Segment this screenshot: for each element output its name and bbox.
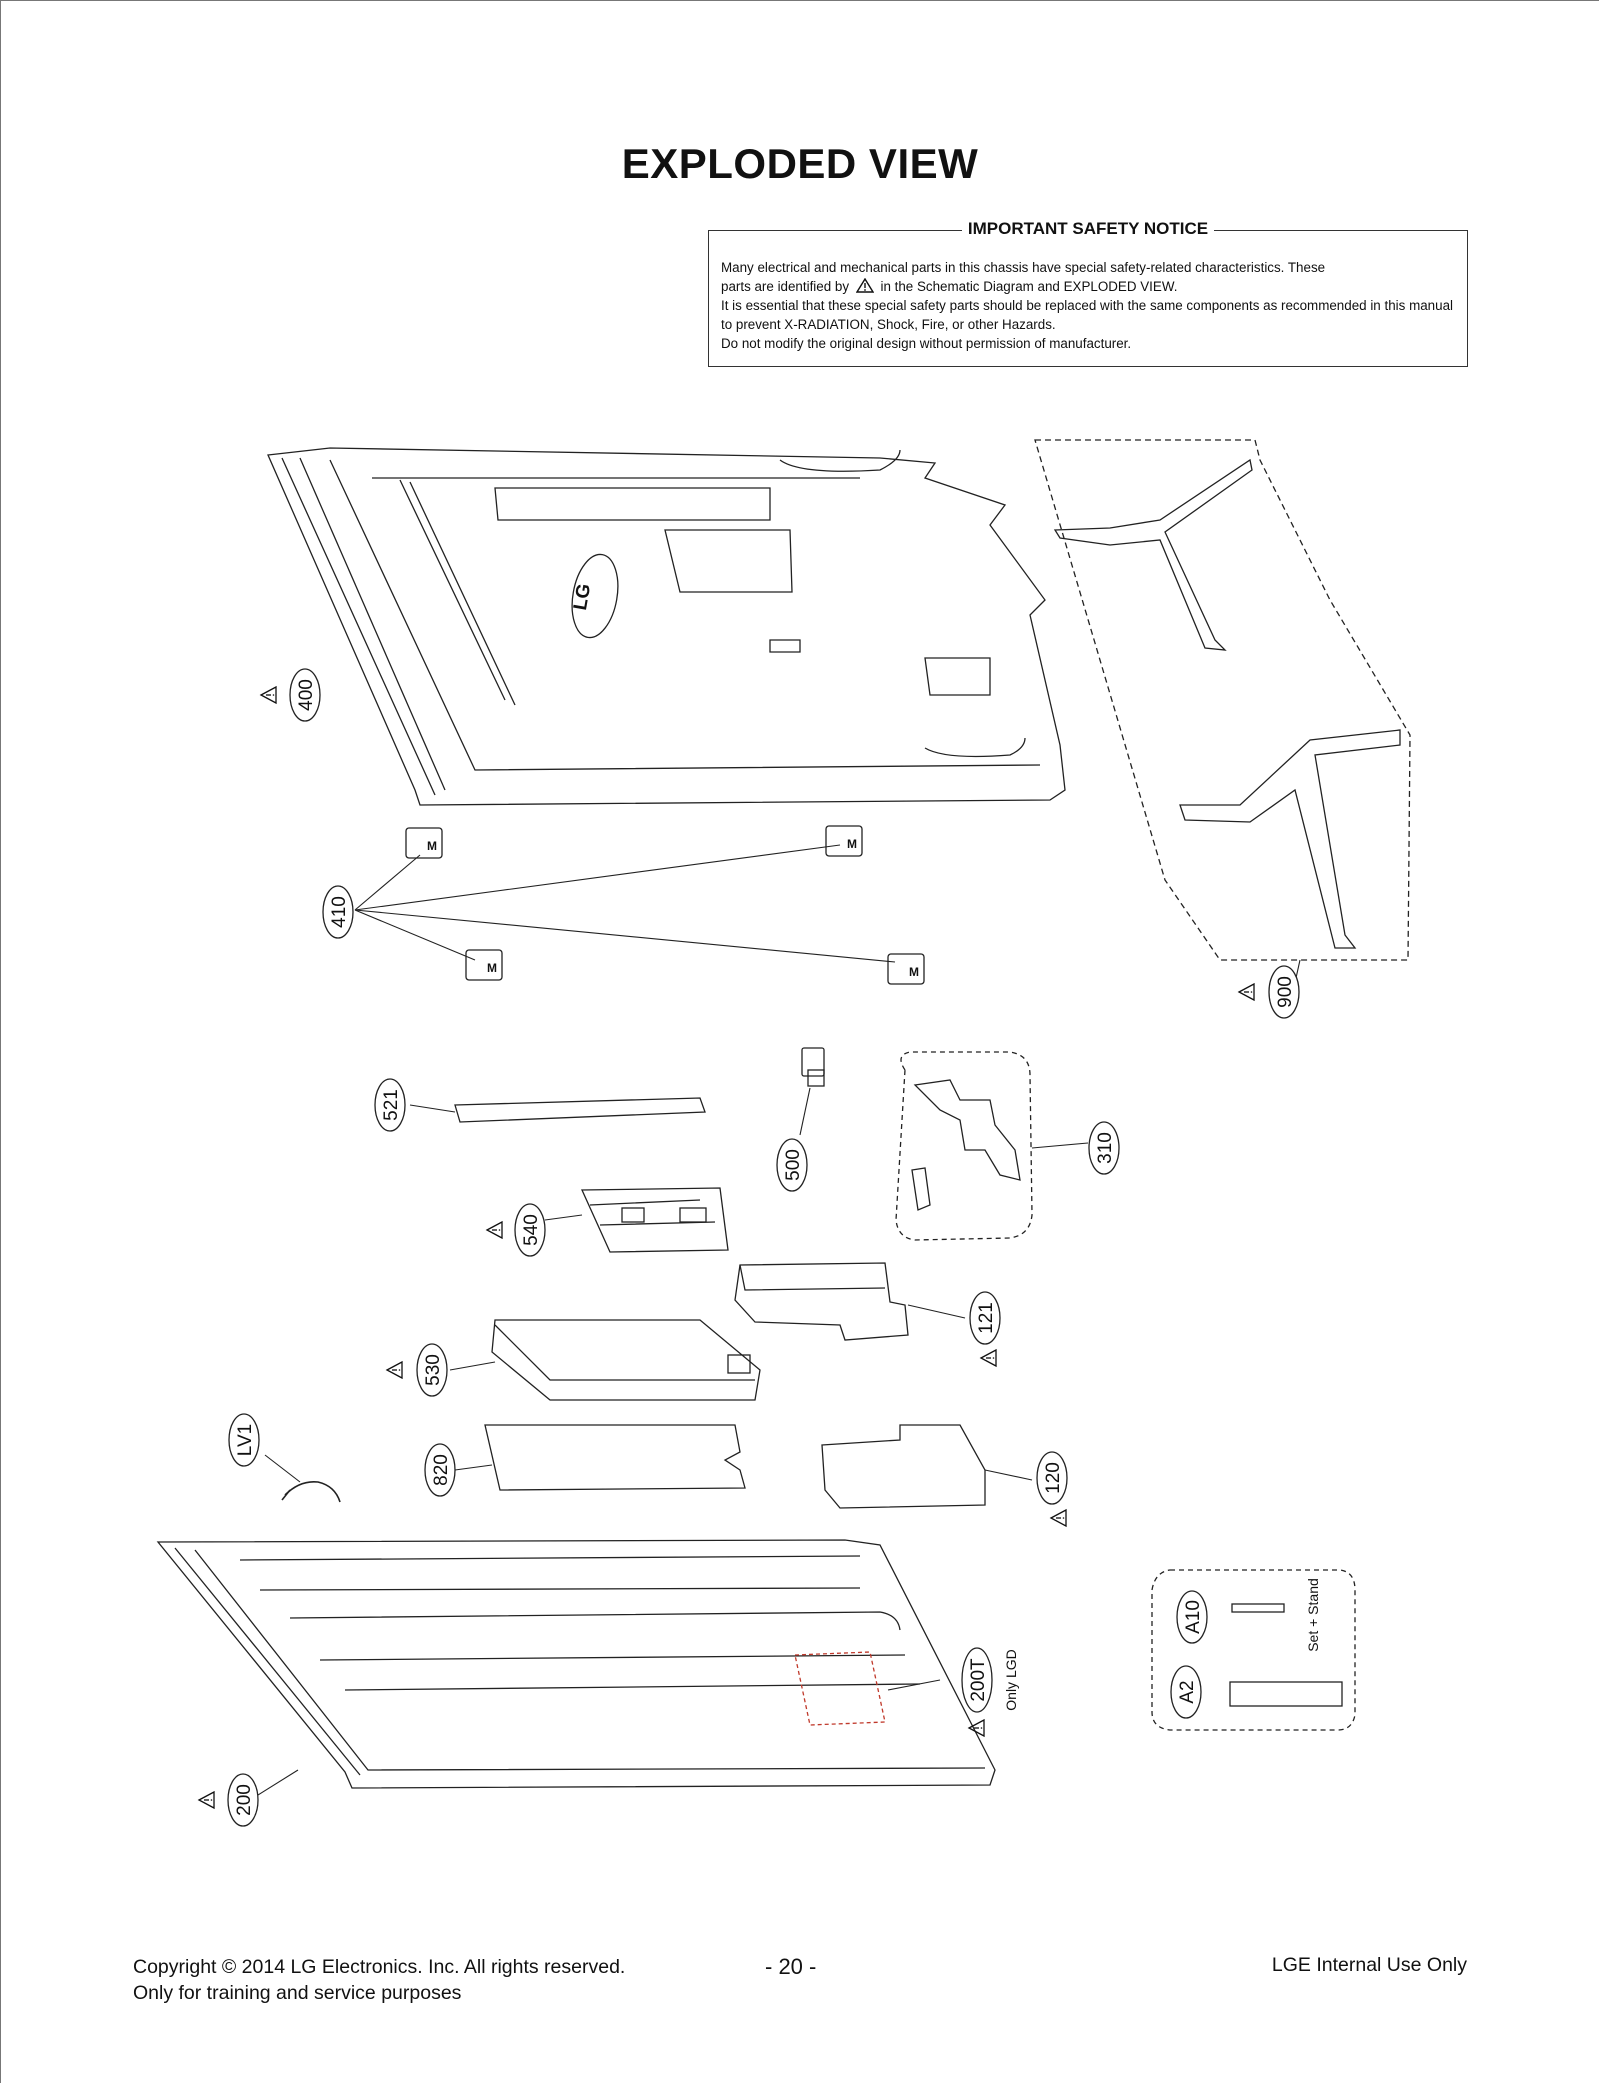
lg-logo: LG <box>570 582 595 612</box>
purpose-text: Only for training and service purposes <box>133 1982 462 2004</box>
label-900: 900 <box>1275 976 1296 1008</box>
copyright-text: Copyright © 2014 LG Electronics. Inc. Al… <box>133 1956 626 1978</box>
label-a10: A10 <box>1183 1600 1204 1634</box>
label-540: 540 <box>521 1214 542 1246</box>
module-121 <box>734 1262 909 1341</box>
group-310 <box>895 1051 1033 1241</box>
frame-200 <box>156 1539 996 1789</box>
connector-500 <box>801 1047 825 1087</box>
safety-triangle-icons <box>198 686 1255 1809</box>
label-310: 310 <box>1095 1132 1116 1164</box>
label-400: 400 <box>296 679 317 711</box>
label-410: 410 <box>329 896 350 928</box>
board-540 <box>580 1187 729 1253</box>
module-120 <box>821 1424 986 1509</box>
label-200t: 200T <box>968 1658 989 1702</box>
warning-triangle-icon <box>855 277 875 293</box>
bracket-m-2: M <box>847 837 857 851</box>
label-set-stand: Set + Stand <box>1305 1578 1321 1652</box>
notice-line-1: Many electrical and mechanical parts in … <box>721 260 1326 275</box>
safety-notice-body: Many electrical and mechanical parts in … <box>721 258 1453 353</box>
label-120: 120 <box>1043 1462 1064 1494</box>
notice-line-2a: parts are identified by <box>721 279 850 294</box>
safety-notice-box: IMPORTANT SAFETY NOTICE Many electrical … <box>708 219 1468 367</box>
label-lv1: LV1 <box>235 1424 256 1456</box>
label-500: 500 <box>783 1149 804 1181</box>
label-530: 530 <box>423 1354 444 1386</box>
label-200: 200 <box>234 1784 255 1816</box>
bracket-m-4: M <box>909 965 919 979</box>
notice-line-4: Do not modify the original design withou… <box>721 336 1132 351</box>
leader-410 <box>354 844 896 963</box>
stand-900 <box>1034 439 1411 961</box>
bracket-410 <box>405 825 925 985</box>
back-cover-400 <box>267 447 1066 806</box>
label-521: 521 <box>381 1089 402 1121</box>
bar-521 <box>454 1097 706 1123</box>
notice-line-3: It is essential that these special safet… <box>721 298 1453 332</box>
label-a2: A2 <box>1177 1680 1198 1703</box>
sheet-820 <box>484 1424 746 1491</box>
power-board-530 <box>491 1319 761 1401</box>
internal-use-label: LGE Internal Use Only <box>1271 1954 1467 1976</box>
accessory-box <box>1151 1569 1356 1731</box>
safety-notice-heading: IMPORTANT SAFETY NOTICE <box>961 219 1215 238</box>
page-title: EXPLODED VIEW <box>621 140 979 187</box>
page-number: - 20 - <box>765 1954 817 1979</box>
bracket-m-3: M <box>487 961 497 975</box>
footer-copyright: Copyright © 2014 LG Electronics. Inc. Al… <box>133 1954 625 2006</box>
cable-lv1 <box>281 1480 341 1503</box>
label-820: 820 <box>431 1454 452 1486</box>
label-121: 121 <box>976 1302 997 1334</box>
notice-line-2b: in the Schematic Diagram and EXPLODED VI… <box>880 279 1178 294</box>
label-only-lgd: Only LGD <box>1003 1649 1019 1710</box>
bracket-m-1: M <box>427 839 437 853</box>
